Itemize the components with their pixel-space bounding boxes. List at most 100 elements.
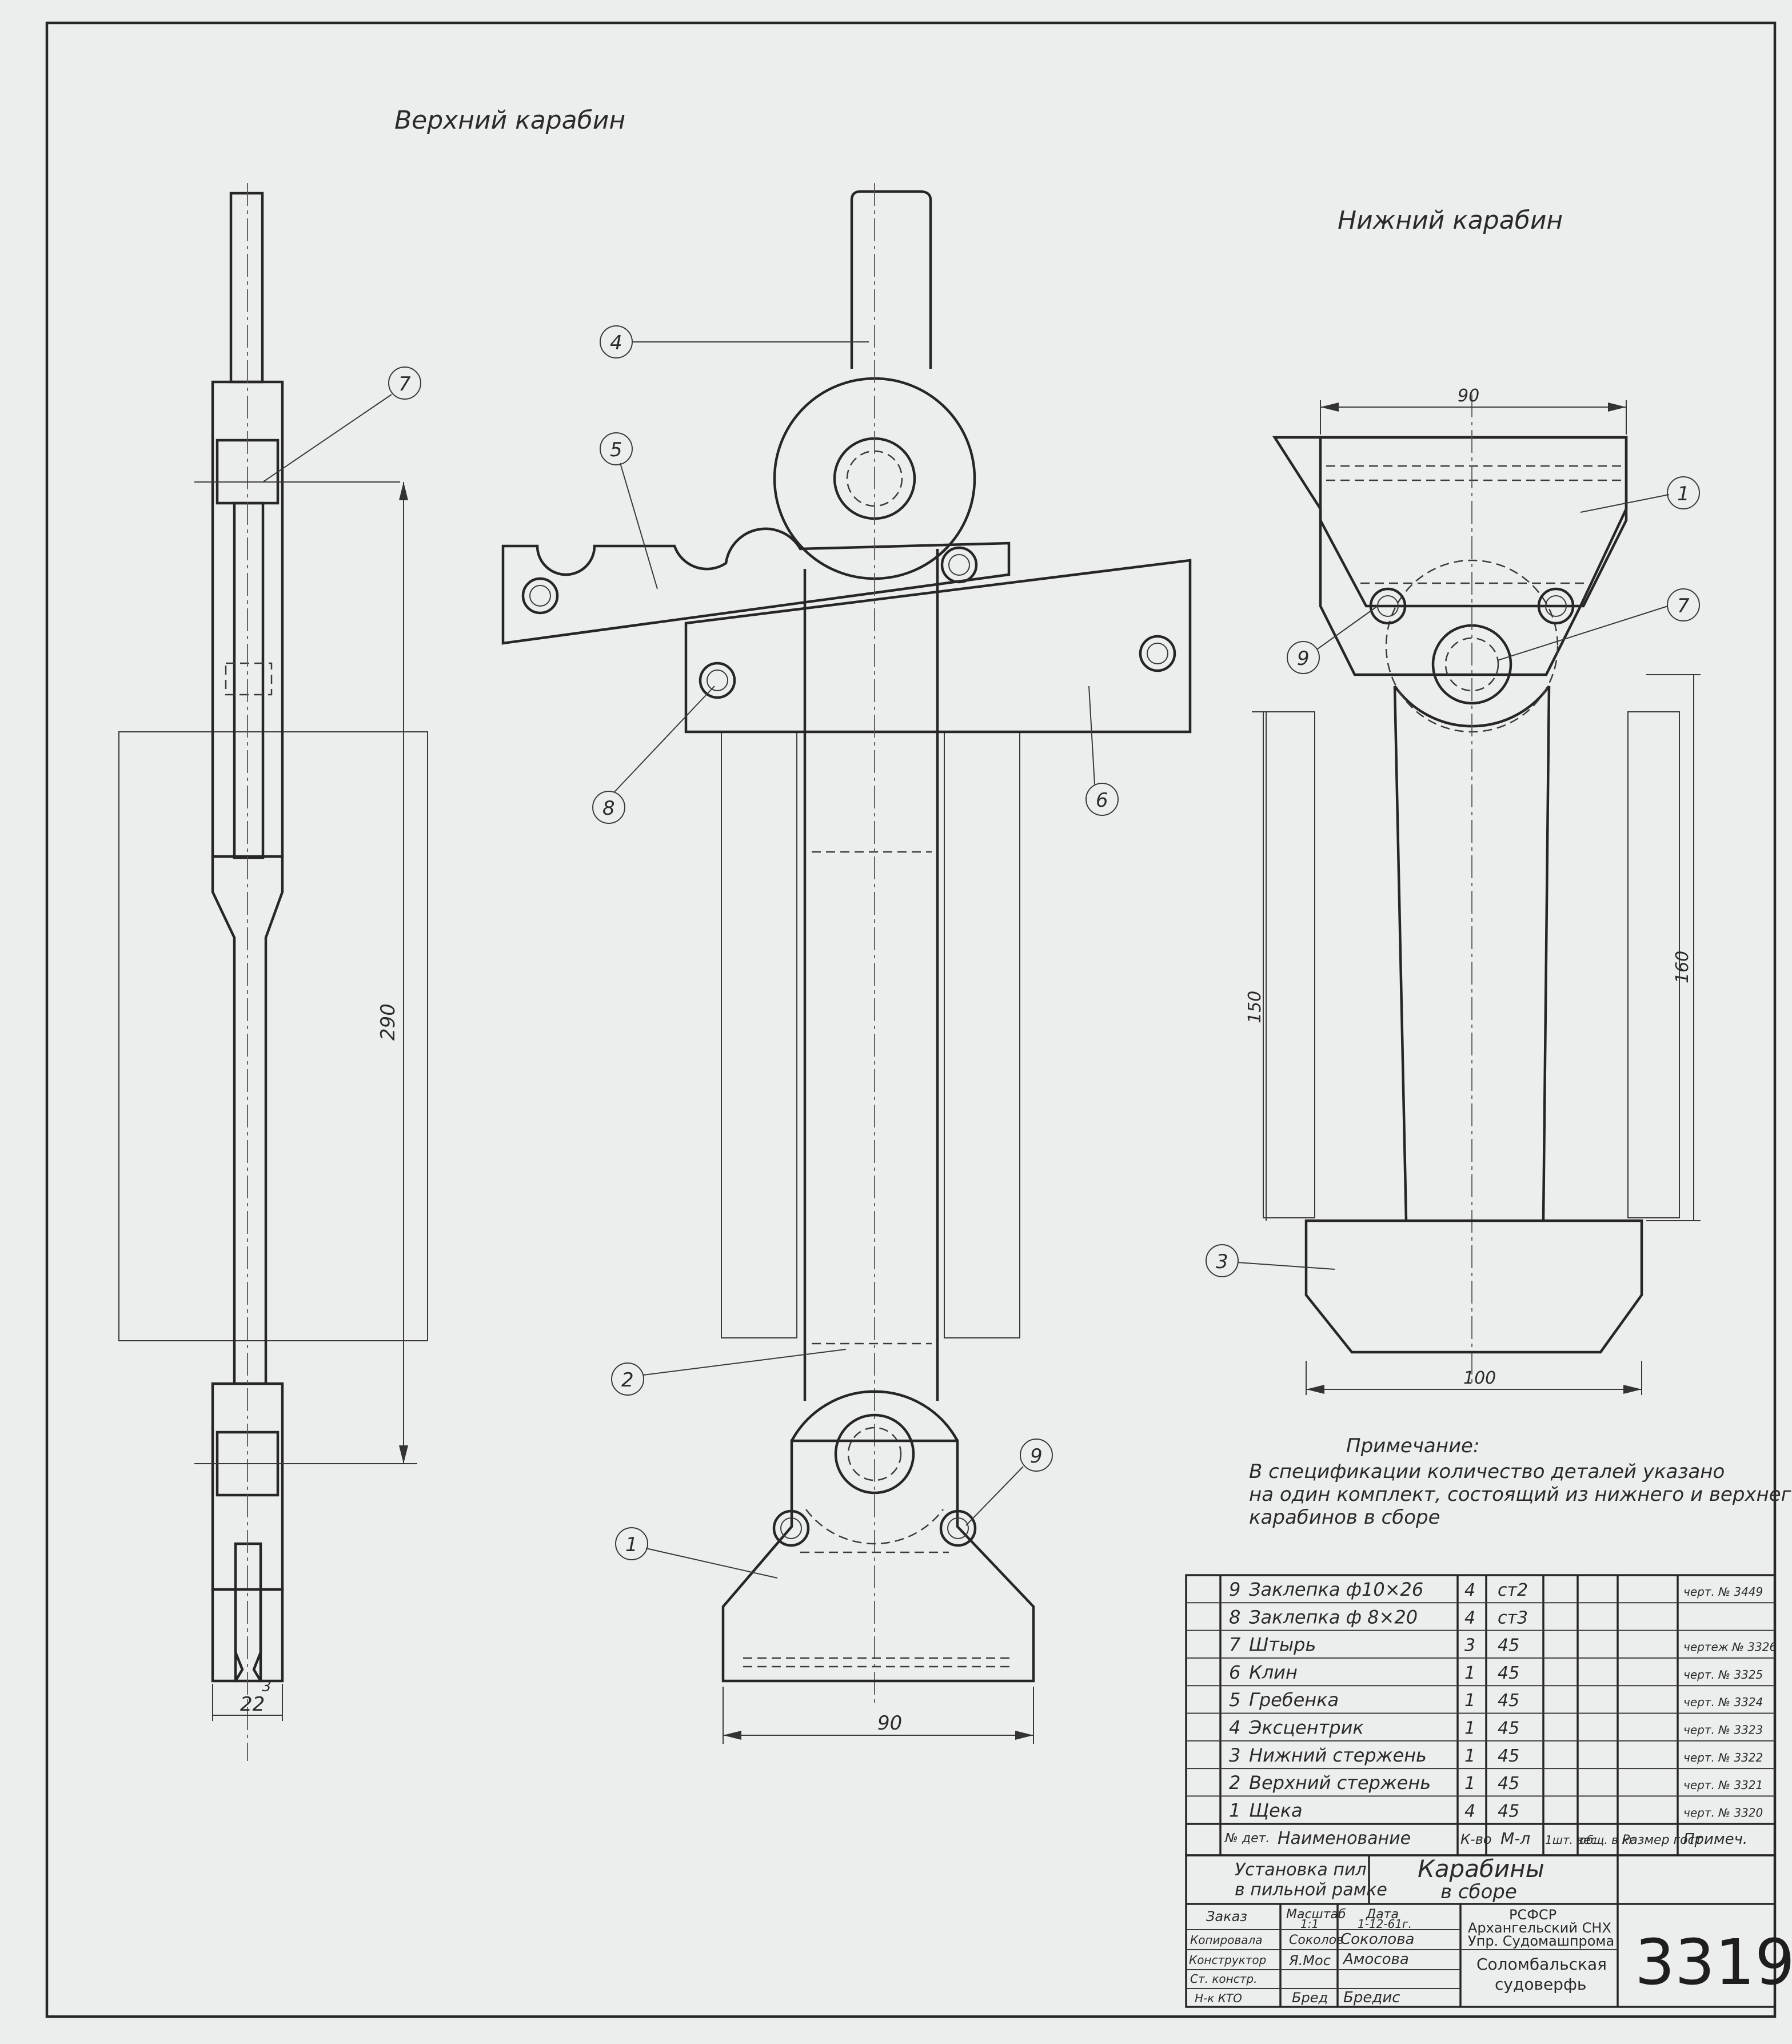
lower-carabiner-view: 90 100 150 160 (1245, 386, 1701, 1395)
parts-cell-pos: 1 (1229, 1799, 1240, 1821)
balloon-9-upper: 9 (1030, 1445, 1043, 1468)
title-block: Установка пил в пильной рамке Карабины в… (1185, 1854, 1792, 2008)
dim-22: 22 (240, 1693, 265, 1716)
parts-cell-note: черт. № 3321 (1683, 1778, 1763, 1792)
parts-cell-qty: 1 (1464, 1719, 1475, 1739)
note-line-1: В спецификации количество деталей указан… (1249, 1460, 1725, 1483)
parts-cell-name: Верхний стержень (1249, 1772, 1431, 1794)
parts-cell-qty: 1 (1464, 1691, 1475, 1711)
sheet-frame (45, 21, 1777, 2018)
parts-cell-qty: 4 (1464, 1608, 1475, 1628)
dim-lower-90: 90 (1458, 386, 1479, 406)
parts-cell-material: ст2 (1498, 1580, 1528, 1600)
th-qty: К-во (1460, 1831, 1492, 1847)
balloon-1-lower: 1 (1677, 483, 1690, 505)
assembly-line-2: в пильной рамке (1235, 1880, 1387, 1900)
parts-cell-qty: 1 (1464, 1663, 1475, 1683)
title-line-1: Карабины (1418, 1855, 1544, 1883)
balloon-8: 8 (602, 797, 615, 820)
parts-cell-material: 45 (1498, 1774, 1519, 1794)
balloon-7-side: 7 (398, 373, 411, 396)
balloon-3: 3 (1216, 1250, 1228, 1273)
parts-cell-pos: 4 (1229, 1717, 1240, 1739)
balloon-1-upper: 1 (625, 1533, 638, 1556)
th-weight-total: общ. в кг (1579, 1833, 1635, 1847)
parts-cell-name: Заклепка ф 8×20 (1249, 1606, 1418, 1628)
date-label: Дата (1366, 1907, 1399, 1922)
parts-cell-material: 45 (1498, 1719, 1519, 1739)
parts-cell-note: чертеж № 3326 (1683, 1640, 1777, 1654)
date-value: 1-12-61г. (1358, 1917, 1412, 1931)
th-pos: № дет. (1224, 1831, 1270, 1846)
chief-label: Н-к КТО (1195, 1991, 1242, 2005)
parts-cell-qty: 1 (1464, 1746, 1475, 1766)
parts-cell-name: Заклепка ф10×26 (1249, 1579, 1423, 1600)
th-name: Наименование (1278, 1828, 1411, 1848)
parts-cell-pos: 8 (1229, 1606, 1240, 1628)
parts-cell-qty: 3 (1464, 1636, 1475, 1656)
org-line-1: РСФСР (1509, 1907, 1556, 1923)
designer-label: Конструктор (1189, 1953, 1266, 1967)
dim-lower-160: 160 (1673, 951, 1693, 983)
note-line-3: карабинов в сборе (1249, 1506, 1440, 1529)
assembly-line-1: Установка пил (1235, 1860, 1367, 1880)
parts-cell-name: Нижний стержень (1249, 1744, 1427, 1766)
parts-cell-note: черт. № 3320 (1683, 1806, 1763, 1819)
parts-cell-material: 45 (1498, 1746, 1519, 1766)
parts-cell-note: черт. № 3325 (1683, 1668, 1763, 1682)
parts-cell-material: 45 (1498, 1801, 1519, 1821)
upper-carabiner-heading: Верхний карабин (394, 106, 625, 135)
org-line-5: судоверфь (1495, 1975, 1586, 1994)
th-material: М-л (1500, 1829, 1530, 1848)
parts-cell-qty: 1 (1464, 1774, 1475, 1794)
dim-lower-150: 150 (1245, 991, 1265, 1023)
parts-cell-material: 45 (1498, 1691, 1519, 1711)
balloon-9-lower: 9 (1297, 647, 1310, 670)
parts-cell-name: Эксцентрик (1248, 1717, 1364, 1739)
scale-value: 1:1 (1300, 1917, 1319, 1931)
parts-cell-note: черт. № 3323 (1683, 1723, 1763, 1737)
copied-name: Соколова (1340, 1931, 1414, 1948)
drawing-note: Примечание: В спецификации количество де… (1249, 1435, 1792, 1529)
parts-cell-pos: 2 (1229, 1772, 1240, 1794)
parts-cell-qty: 4 (1464, 1801, 1475, 1821)
parts-cell-pos: 3 (1229, 1744, 1240, 1766)
dim-3: 3 (262, 1678, 272, 1695)
note-line-2: на один комплект, состоящий из нижнего и… (1249, 1483, 1792, 1506)
drawing-number: 3319 (1635, 1926, 1792, 1999)
parts-cell-name: Щека (1249, 1799, 1303, 1821)
parts-cell-name: Штырь (1249, 1634, 1316, 1656)
balloon-6: 6 (1096, 789, 1108, 812)
parts-cell-pos: 6 (1229, 1662, 1240, 1683)
parts-cell-pos: 5 (1229, 1689, 1240, 1711)
parts-cell-qty: 4 (1464, 1580, 1475, 1600)
part-balloons: 7 4 5 8 6 2 9 1 1 7 (262, 325, 1700, 1579)
balloon-4: 4 (610, 332, 622, 354)
balloon-2: 2 (621, 1369, 634, 1392)
designer-sign: Я.Мос (1288, 1953, 1331, 1969)
parts-cell-note: черт. № 3449 (1683, 1585, 1763, 1599)
senior-label: Ст. констр. (1190, 1972, 1257, 1986)
note-title: Примечание: (1346, 1435, 1479, 1457)
balloon-7-lower: 7 (1677, 595, 1690, 617)
parts-cell-name: Гребенка (1249, 1689, 1339, 1711)
parts-cell-pos: 9 (1229, 1579, 1240, 1600)
parts-cell-name: Клин (1249, 1662, 1298, 1683)
parts-cell-material: 45 (1498, 1636, 1519, 1656)
title-line-2: в сборе (1440, 1880, 1517, 1903)
th-weight-one: 1шт. вес (1545, 1833, 1597, 1847)
org-line-3: Упр. Судомашпрома (1468, 1933, 1614, 1949)
parts-cell-pos: 7 (1229, 1634, 1241, 1656)
order-label: Заказ (1206, 1908, 1247, 1925)
side-section-view: 290 22 3 (118, 183, 428, 1761)
parts-cell-note: черт. № 3322 (1683, 1751, 1763, 1764)
th-note: Примеч. (1683, 1831, 1747, 1848)
copied-label: Копировала (1190, 1933, 1263, 1947)
designer-name: Амосова (1342, 1951, 1409, 1968)
copied-sign: Соколов (1289, 1933, 1344, 1947)
th-size: Размер гост (1622, 1833, 1703, 1847)
parts-cell-material: ст3 (1498, 1608, 1528, 1628)
dim-lower-100: 100 (1463, 1368, 1496, 1388)
chief-sign: Бред (1292, 1990, 1328, 2006)
